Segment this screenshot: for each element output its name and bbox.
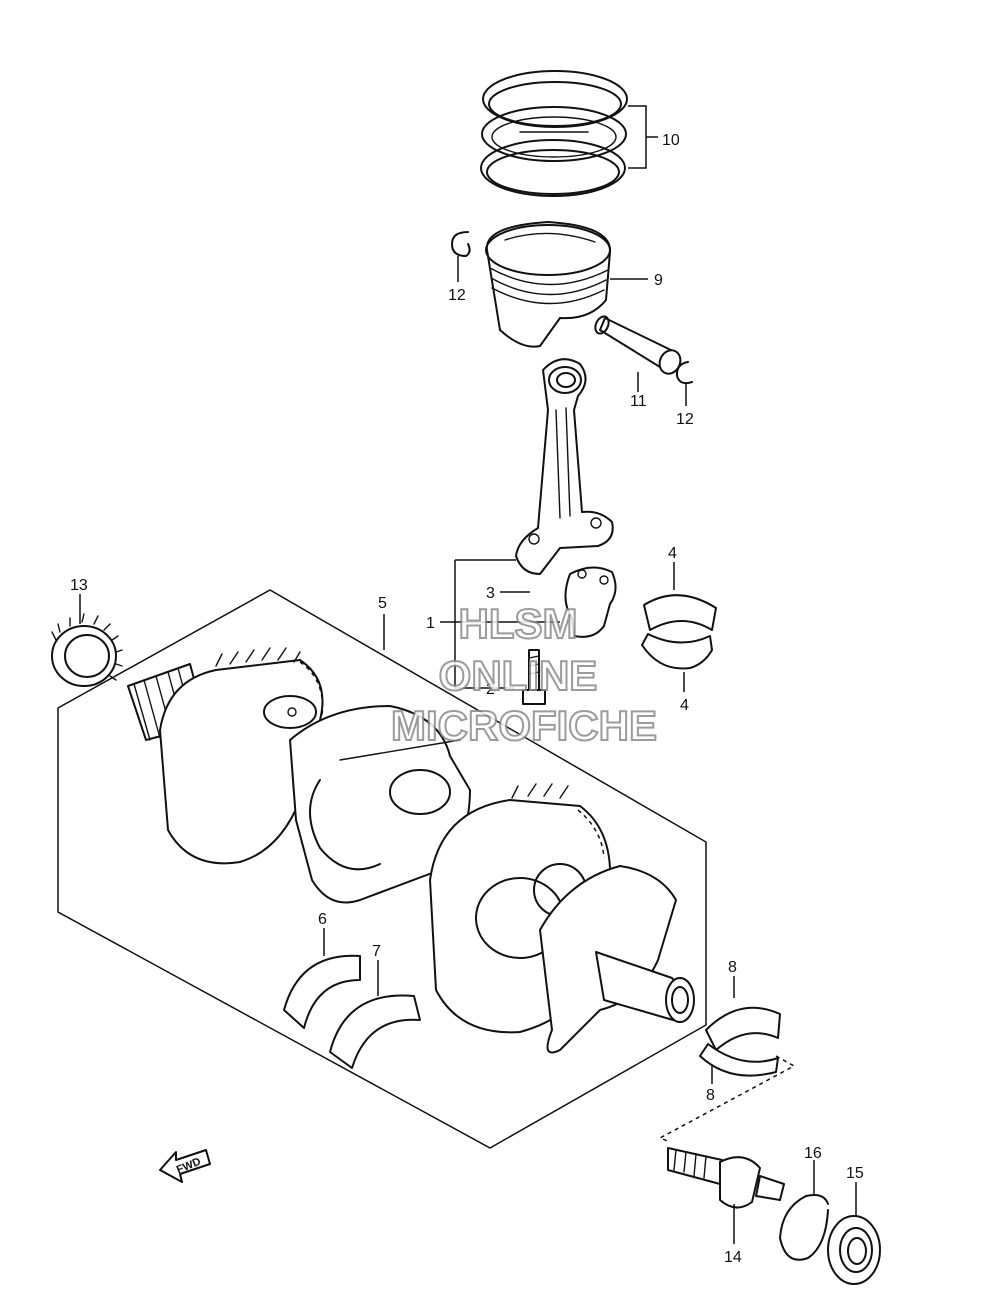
- connecting-rod-bolt[interactable]: [522, 649, 546, 705]
- callout-2[interactable]: 2: [486, 681, 495, 698]
- callout-1[interactable]: 1: [426, 615, 435, 632]
- piston-pin-circlips[interactable]: [451, 231, 693, 385]
- crankshaft-gear[interactable]: [51, 613, 123, 687]
- callout-13[interactable]: 13: [70, 577, 88, 594]
- main-bearing-halves[interactable]: [699, 1006, 781, 1077]
- crankshaft[interactable]: [127, 647, 695, 1054]
- callout-16[interactable]: 16: [804, 1145, 822, 1162]
- callout-10[interactable]: 10: [662, 132, 680, 149]
- callout-11[interactable]: 11: [630, 393, 647, 410]
- callout-numbers: 10 9 12 11 12 4 4 3 1 2 5 13 6 7 8 8 14 …: [70, 132, 864, 1266]
- watermark-line-3: MICROFICHE: [391, 702, 657, 749]
- watermark-line-1: HLSM: [459, 600, 578, 647]
- forward-direction-arrow: FWD: [159, 1149, 211, 1183]
- callout-14[interactable]: 14: [724, 1249, 742, 1266]
- callout-4-upper[interactable]: 4: [668, 545, 677, 562]
- connecting-rod-cap[interactable]: [564, 566, 617, 638]
- piston-pin[interactable]: [593, 314, 684, 377]
- callout-9[interactable]: 9: [654, 272, 663, 289]
- thrust-bearings[interactable]: [283, 954, 421, 1069]
- watermark-line-2: ONLINE: [439, 652, 598, 699]
- oil-seal[interactable]: [827, 1215, 881, 1285]
- crankpin-bearing-halves[interactable]: [641, 594, 717, 670]
- callout-15[interactable]: 15: [846, 1165, 864, 1182]
- callout-8-lower[interactable]: 8: [706, 1087, 715, 1104]
- callout-12-upper[interactable]: 12: [448, 287, 466, 304]
- callout-4-lower[interactable]: 4: [680, 697, 689, 714]
- piston[interactable]: [485, 221, 612, 348]
- snap-ring[interactable]: [779, 1194, 829, 1261]
- callout-6[interactable]: 6: [318, 911, 327, 928]
- connecting-rod[interactable]: [515, 358, 614, 575]
- piston-rings[interactable]: [480, 70, 628, 197]
- callout-7[interactable]: 7: [372, 943, 381, 960]
- leader-lines: [79, 105, 857, 1244]
- crankshaft-assembly-frame: [57, 589, 707, 1149]
- callout-12-lower[interactable]: 12: [676, 411, 694, 428]
- callout-3[interactable]: 3: [486, 585, 495, 602]
- crankshaft-end-shaft[interactable]: [667, 1147, 785, 1209]
- callout-8-upper[interactable]: 8: [728, 959, 737, 976]
- callout-5[interactable]: 5: [378, 595, 387, 612]
- watermark: HLSM ONLINE MICROFICHE: [390, 599, 658, 750]
